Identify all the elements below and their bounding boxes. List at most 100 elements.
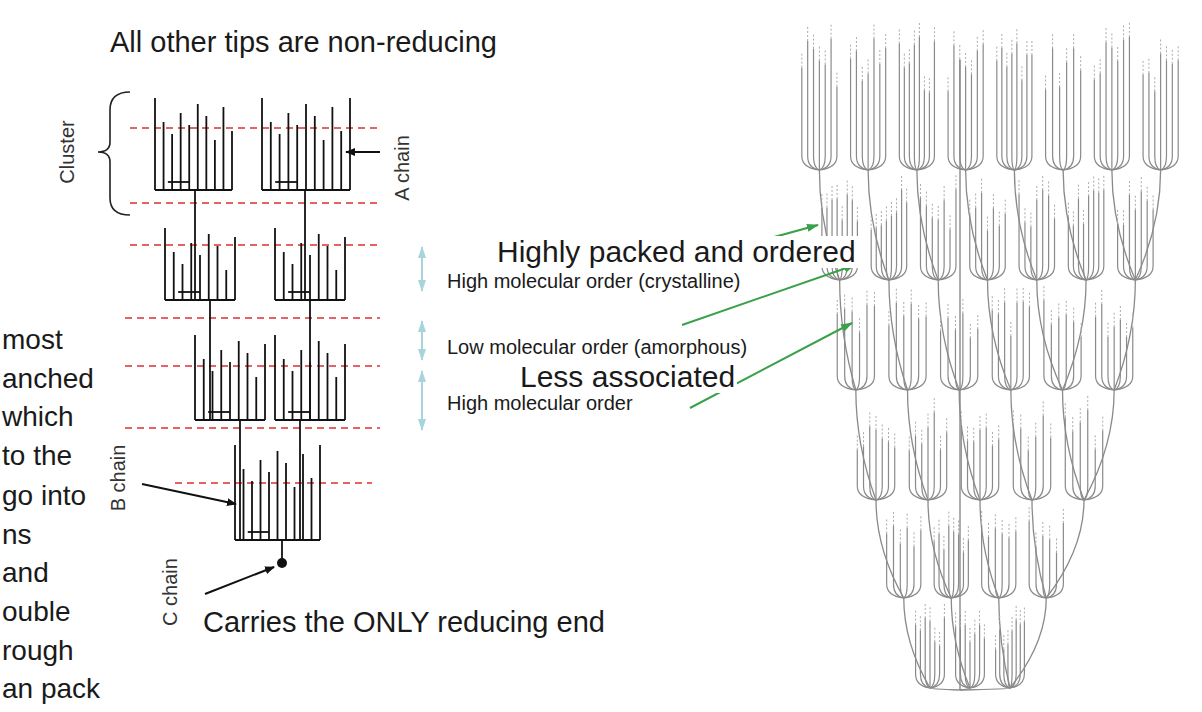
- glucan-chain: [908, 316, 927, 390]
- chain-tip: [882, 425, 883, 439]
- glucan-chain: [1143, 75, 1161, 170]
- chain-tip: [932, 204, 933, 218]
- glucan-chain: [857, 450, 876, 500]
- glucan-chain: [319, 445, 321, 540]
- glucan-chain: [344, 344, 346, 420]
- glucan-chain: [264, 344, 266, 420]
- chain-tip: [1123, 210, 1124, 224]
- chain-tip: [821, 194, 822, 208]
- chain-tip: [955, 612, 956, 626]
- glucan-chain: [951, 535, 958, 598]
- glucan-chain: [889, 325, 908, 390]
- glucan-chain: [239, 420, 241, 540]
- chain-tip: [1035, 423, 1036, 437]
- glucan-chain: [966, 74, 972, 170]
- glucan-chain: [980, 500, 999, 598]
- chain-tip: [1111, 33, 1112, 47]
- glucan-chain: [930, 642, 935, 688]
- chain-tip: [970, 628, 971, 642]
- chain-tip: [1143, 61, 1144, 75]
- chain-tip: [888, 428, 889, 442]
- chain-tip: [852, 297, 853, 311]
- chain-tip: [948, 304, 949, 318]
- chain-tip: [999, 212, 1000, 226]
- chain-tip: [988, 523, 989, 537]
- cut-off-note: an pack: [2, 674, 100, 703]
- chain-tip: [871, 216, 872, 230]
- chain-tip: [896, 289, 897, 303]
- glucan-chain: [988, 537, 998, 598]
- chain-tip: [1135, 196, 1136, 210]
- glucan-chain: [1063, 62, 1067, 170]
- chain-tip: [1114, 313, 1115, 327]
- glucan-chain: [966, 44, 984, 170]
- chain-tip: [1007, 630, 1008, 644]
- glucan-chain: [260, 460, 262, 540]
- glucan-chain: [948, 91, 966, 170]
- glucan-chain: [283, 252, 285, 300]
- glucan-chain: [987, 231, 988, 280]
- chain-tip: [1024, 608, 1025, 622]
- glucan-chain: [1019, 194, 1037, 280]
- chain-tip: [1042, 522, 1043, 536]
- chain-tip: [1103, 176, 1104, 190]
- glucan-chain: [182, 264, 184, 300]
- glucan-chain: [1060, 87, 1064, 170]
- glucan-chain: [1010, 336, 1011, 390]
- glucan-chain: [938, 220, 939, 280]
- chain-tip: [886, 519, 887, 533]
- chain-tip: [1045, 76, 1046, 90]
- chain-tip: [1072, 417, 1073, 431]
- glucan-chain: [274, 228, 276, 300]
- glucan-chain: [1010, 624, 1020, 688]
- glucan-chain: [819, 87, 837, 170]
- chain-tip: [856, 37, 857, 51]
- glucan-chain: [1011, 302, 1017, 390]
- a-chain-arrow: [346, 151, 380, 153]
- glucan-chain: [917, 41, 935, 170]
- glucan-chain: [1014, 55, 1027, 170]
- glucan-chain: [270, 122, 272, 190]
- glucan-chain: [980, 446, 992, 500]
- glucan-chain: [959, 338, 970, 390]
- chain-tip: [939, 632, 940, 646]
- glucan-chain: [814, 49, 820, 170]
- chain-tip: [1102, 417, 1103, 431]
- chain-tip: [948, 512, 949, 526]
- glucan-chain: [309, 255, 311, 300]
- glucan-chain: [302, 454, 304, 540]
- glucan-chain: [277, 451, 279, 540]
- glucan-chain: [904, 528, 907, 598]
- glucan-chain: [1014, 43, 1017, 170]
- chain-tip: [886, 206, 887, 220]
- glucan-chain: [1037, 219, 1055, 280]
- glucan-chain: [928, 450, 940, 500]
- chain-tip: [939, 520, 940, 534]
- chain-tip: [934, 527, 935, 541]
- glucan-chain: [234, 445, 236, 540]
- glucan-chain: [164, 228, 166, 300]
- cut-off-note: go into: [2, 481, 86, 510]
- chain-tip: [859, 318, 860, 332]
- glucan-chain: [959, 329, 978, 390]
- chain-tip: [1141, 177, 1142, 191]
- glucan-chain: [1155, 91, 1161, 170]
- glucan-chain: [959, 390, 980, 500]
- chain-tip: [1003, 635, 1004, 649]
- chain-tip: [1002, 520, 1003, 534]
- chain-tip: [971, 60, 972, 74]
- chain-tip: [852, 186, 853, 200]
- chain-tip: [903, 302, 904, 316]
- chain-tip: [962, 299, 963, 313]
- glucan-chain: [893, 526, 903, 598]
- glucan-chain: [932, 218, 938, 280]
- chain-tip: [801, 54, 802, 68]
- chain-tip: [987, 217, 988, 231]
- glucan-chain: [1010, 622, 1024, 688]
- glucan-chain: [1135, 191, 1141, 280]
- chain-tip: [1030, 213, 1031, 227]
- glucan-chain: [268, 472, 270, 540]
- chain-tip: [888, 311, 889, 325]
- chain-tip: [831, 25, 832, 39]
- glucan-chain: [285, 463, 287, 540]
